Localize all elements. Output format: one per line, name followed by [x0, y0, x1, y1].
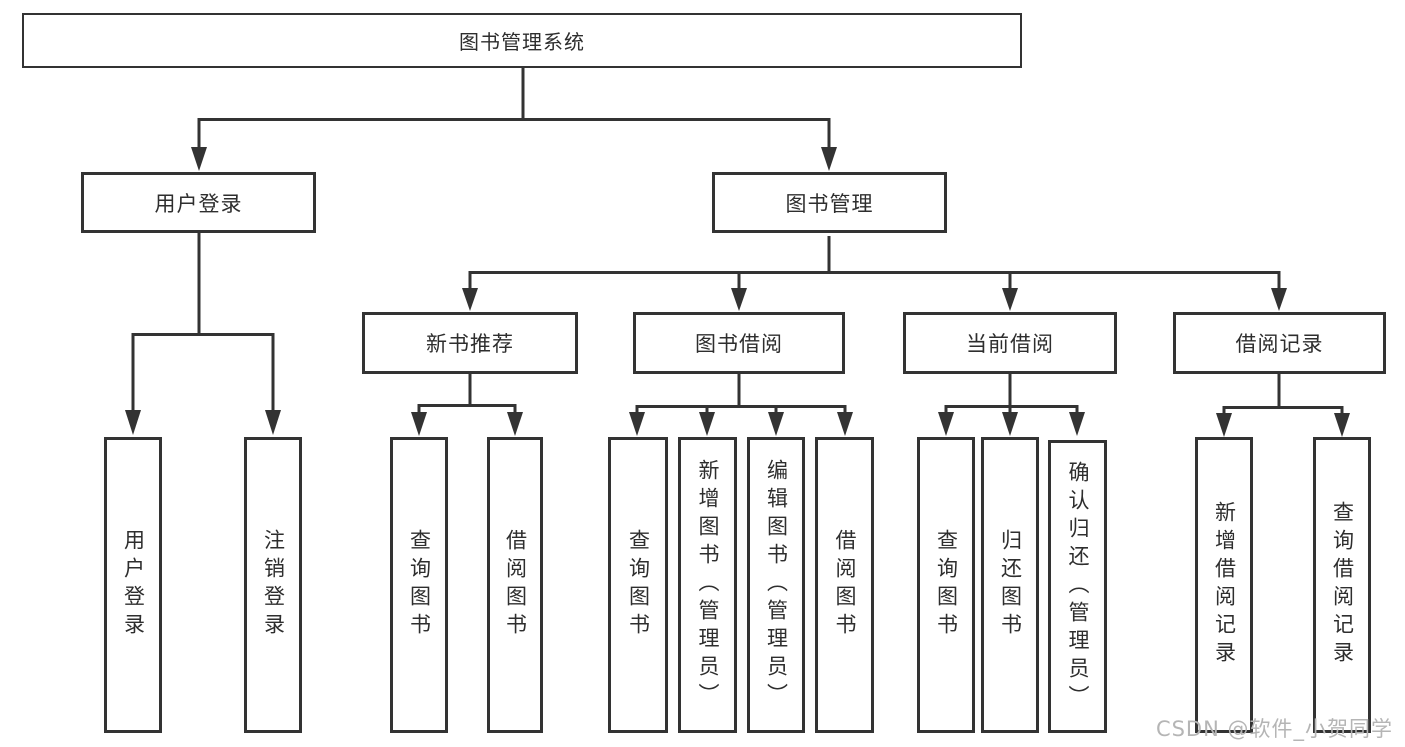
node-user-login: 用户登录 — [81, 172, 316, 233]
node-leaf-query-borrow-record: 查询借阅记录 — [1313, 437, 1371, 733]
node-leaf-borrow-books: 借阅图书 — [815, 437, 874, 733]
node-leaf-borrow-books-recommend: 借阅图书 — [487, 437, 543, 733]
node-borrow-records: 借阅记录 — [1173, 312, 1386, 374]
node-book-management: 图书管理 — [712, 172, 947, 233]
node-book-borrow: 图书借阅 — [633, 312, 845, 374]
node-leaf-query-books-borrow: 查询图书 — [608, 437, 668, 733]
node-leaf-query-books-current: 查询图书 — [917, 437, 975, 733]
node-root-system: 图书管理系统 — [22, 13, 1022, 68]
csdn-watermark: CSDN @软件_小贺同学 — [1155, 717, 1393, 741]
node-leaf-edit-book-admin: 编辑图书（管理员） — [747, 437, 805, 733]
node-current-borrow: 当前借阅 — [903, 312, 1117, 374]
node-leaf-return-books: 归还图书 — [981, 437, 1039, 733]
node-leaf-query-books-recommend: 查询图书 — [390, 437, 448, 733]
node-leaf-add-borrow-record: 新增借阅记录 — [1195, 437, 1253, 733]
node-leaf-user-login: 用户登录 — [104, 437, 162, 733]
node-leaf-confirm-return-admin: 确认归还（管理员） — [1048, 440, 1107, 733]
node-leaf-logout-login: 注销登录 — [244, 437, 302, 733]
node-leaf-add-book-admin: 新增图书（管理员） — [678, 437, 737, 733]
node-new-book-recommend: 新书推荐 — [362, 312, 578, 374]
